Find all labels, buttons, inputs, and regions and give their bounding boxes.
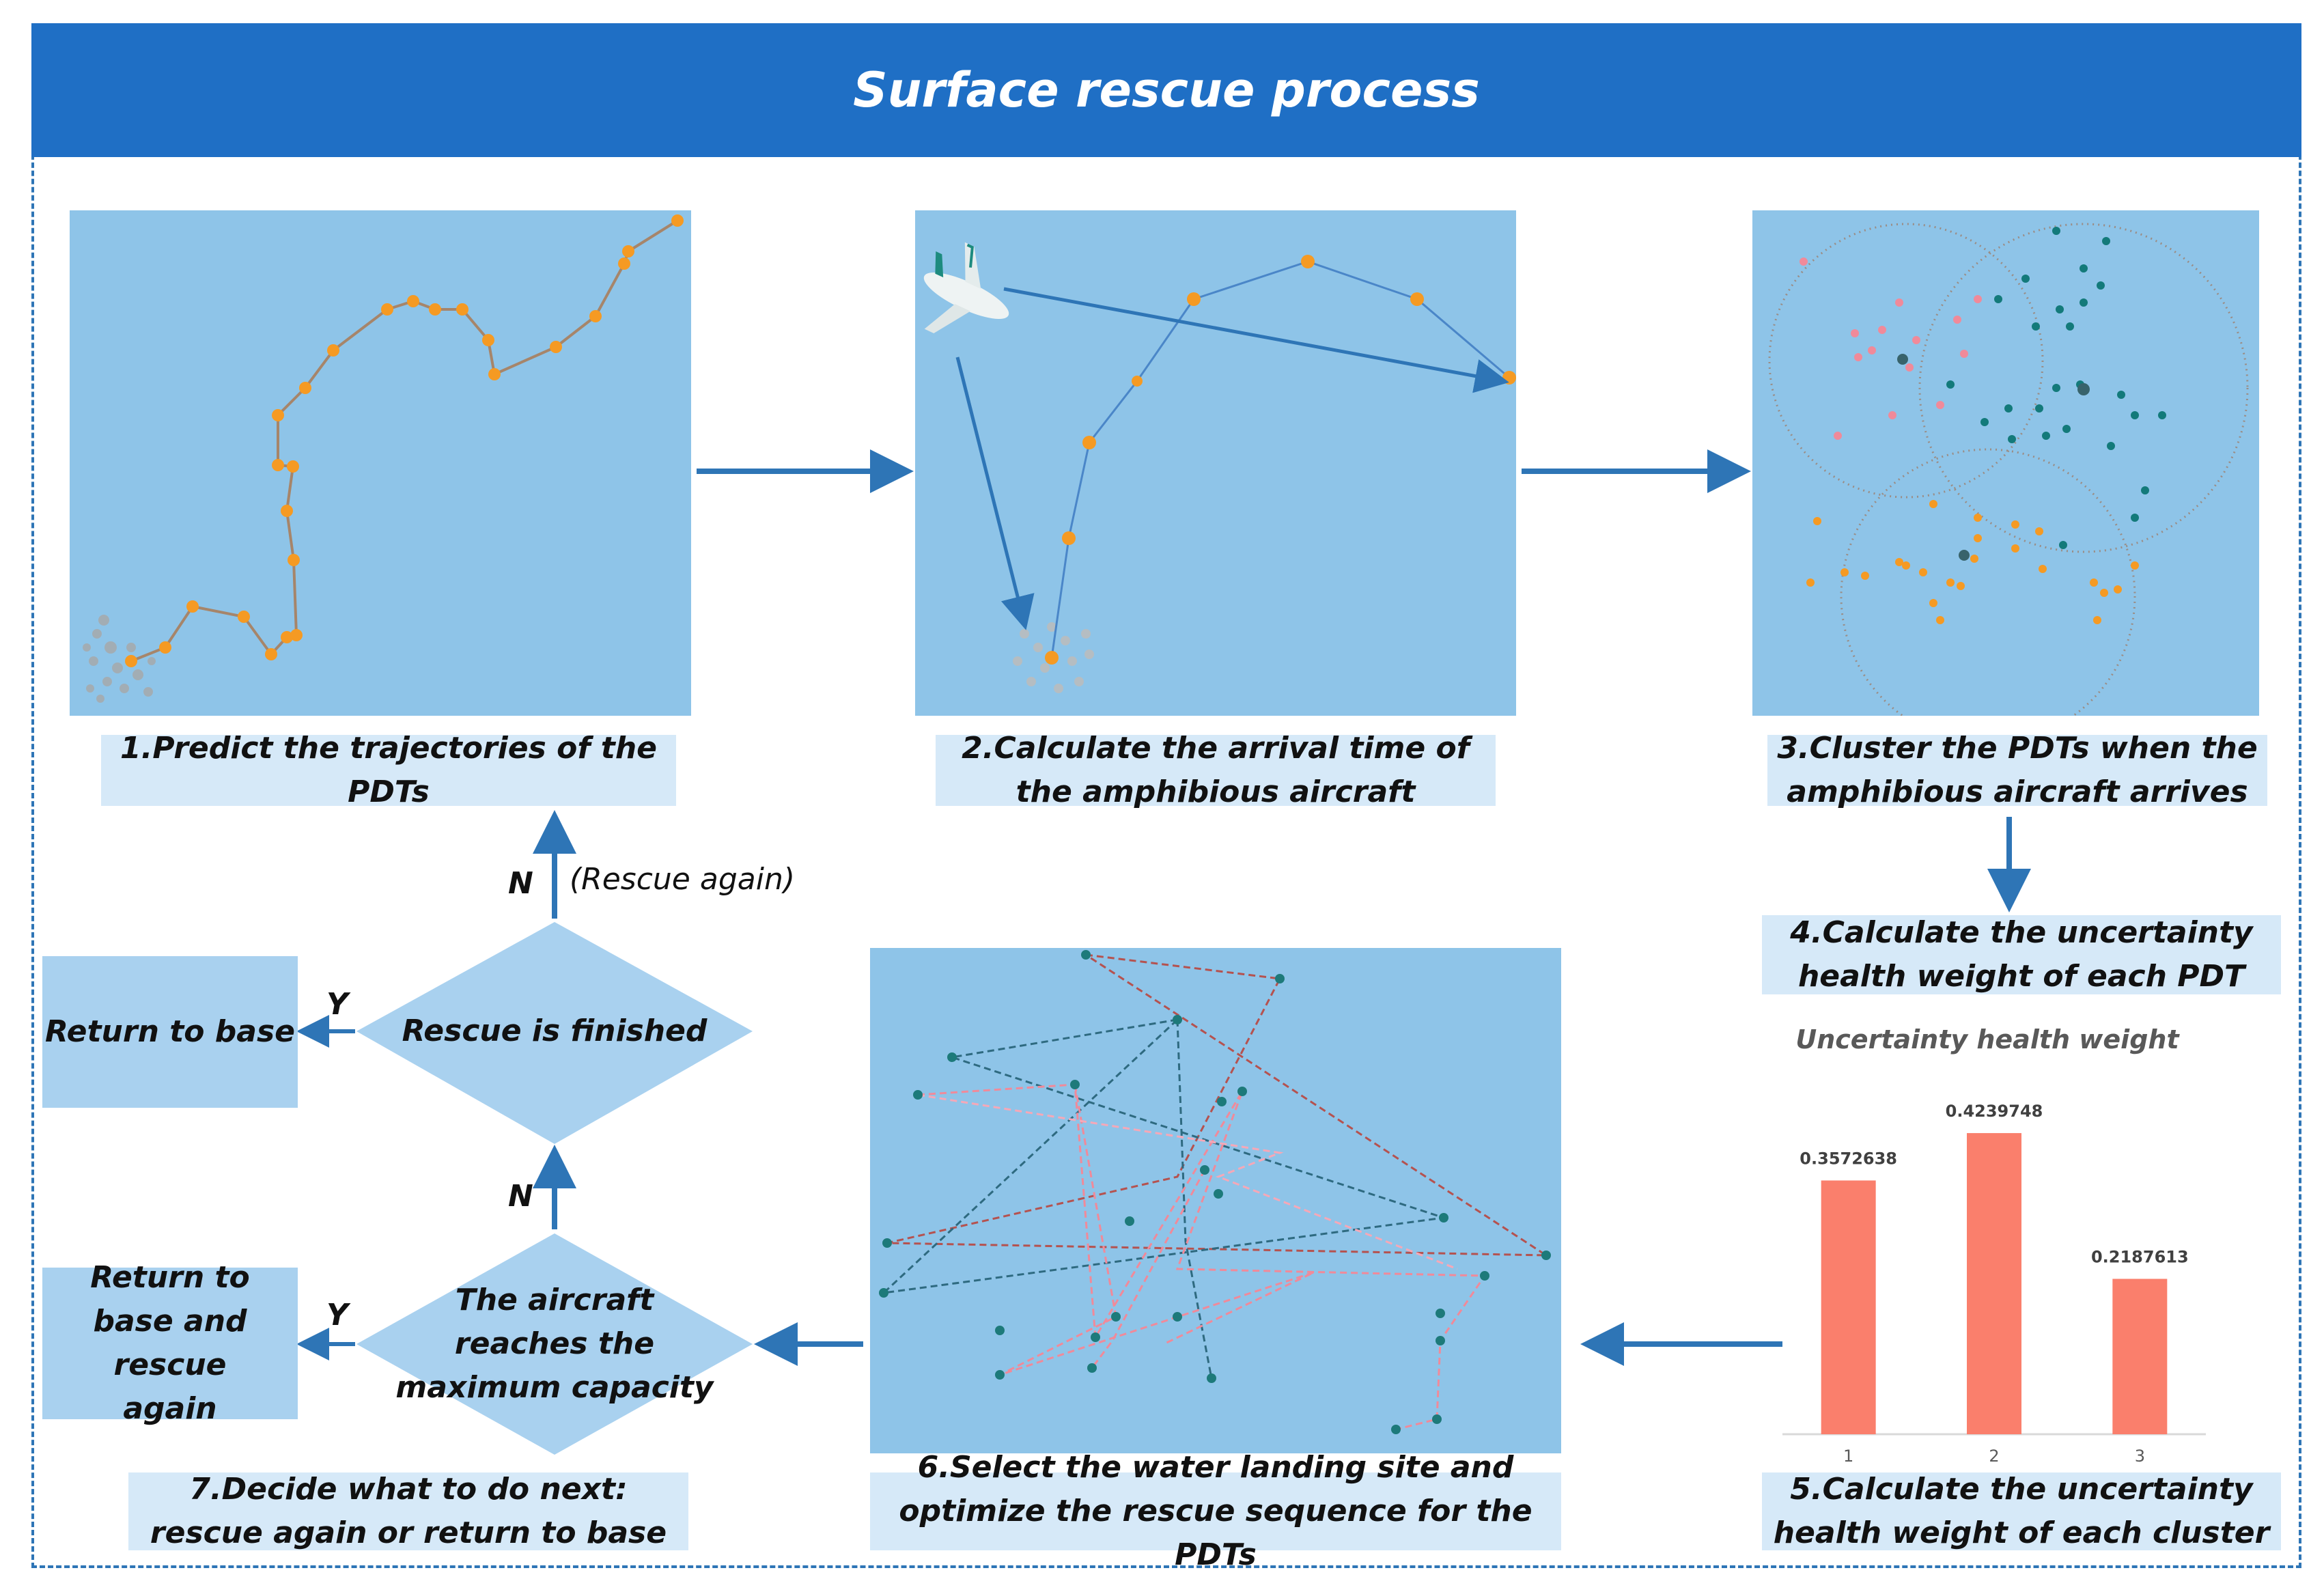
clustering-plot bbox=[1768, 223, 2249, 716]
finished-no-label: N bbox=[508, 866, 533, 901]
x-tick-label-1: 1 bbox=[1843, 1447, 1853, 1466]
trajectory-plot bbox=[83, 214, 684, 703]
teal-cluster-points bbox=[1946, 227, 2166, 549]
x-tick-label-3: 3 bbox=[2135, 1447, 2145, 1466]
clustering-panel bbox=[1752, 210, 2259, 716]
page-title: Surface rescue process bbox=[853, 62, 1480, 118]
arrival-plot bbox=[923, 242, 1516, 693]
return-to-base-box: Return to base bbox=[42, 956, 298, 1108]
drift-scatter-2 bbox=[1013, 622, 1094, 693]
max-capacity-text: The aircraft reaches the maximum capacit… bbox=[382, 1283, 727, 1405]
drift-scatter bbox=[83, 615, 156, 703]
step7-caption: 7.Decide what to do next: rescue again o… bbox=[128, 1472, 688, 1550]
route-points bbox=[879, 950, 1551, 1434]
aircraft-icon bbox=[923, 242, 1009, 333]
rescue-again-label: (Rescue again) bbox=[570, 862, 795, 897]
bar-cluster-2 bbox=[1967, 1133, 2021, 1434]
max-capacity-label: The aircraft reaches the maximum capacit… bbox=[395, 1283, 714, 1405]
step2-caption: 2.Calculate the arrival time of the amph… bbox=[936, 731, 1496, 809]
finished-yes-label: Y bbox=[326, 987, 348, 1022]
predicted-path bbox=[1050, 260, 1510, 658]
trajectory-panel bbox=[70, 210, 691, 716]
orange-cluster-points bbox=[1806, 500, 2139, 624]
rescue-finished-text: Rescue is finished bbox=[402, 1014, 708, 1048]
bar-cluster-1 bbox=[1821, 1180, 1876, 1434]
rescue-sequence-panel bbox=[870, 948, 1561, 1453]
bar-value-label-1: 0.3572638 bbox=[1800, 1149, 1897, 1168]
capacity-no-label: N bbox=[508, 1179, 533, 1214]
pink-cluster-points bbox=[1800, 257, 1982, 440]
uncertainty-bar-chart: 0.3572638 1 0.4239748 2 0.2187613 3 bbox=[1782, 1102, 2206, 1466]
trajectory-points bbox=[125, 214, 684, 667]
step3-caption: 3.Cluster the PDTs when the amphibious a… bbox=[1767, 731, 2267, 809]
header-bar: Surface rescue process bbox=[31, 23, 2301, 157]
arrival-panel bbox=[915, 210, 1516, 716]
bar-cluster-3 bbox=[2112, 1279, 2168, 1434]
cluster-centers bbox=[1897, 354, 2090, 561]
cluster-circles bbox=[1768, 223, 2249, 716]
capacity-yes-label: Y bbox=[326, 1298, 348, 1332]
flight-arrow-1 bbox=[1003, 287, 1509, 393]
return-and-rescue-label: Return to base and rescue again bbox=[90, 1260, 250, 1426]
trajectory-line bbox=[130, 219, 679, 662]
step6-caption: 6.Select the water landing site and opti… bbox=[870, 1450, 1561, 1572]
bar-value-label-3: 0.2187613 bbox=[2091, 1247, 2189, 1266]
return-and-rescue-box: Return to base and rescue again bbox=[42, 1260, 298, 1426]
rescue-sequence-plot bbox=[879, 950, 1551, 1434]
x-tick-label-2: 2 bbox=[1989, 1447, 1999, 1466]
step4-caption: 4.Calculate the uncertainty health weigh… bbox=[1762, 915, 2281, 994]
flight-arrow-2 bbox=[955, 357, 1035, 630]
step1-caption: 1.Predict the trajectories of the PDTs bbox=[101, 731, 676, 809]
bar-value-label-2: 0.4239748 bbox=[1946, 1102, 2043, 1121]
path-points bbox=[1045, 255, 1516, 665]
step5-caption: 5.Calculate the uncertainty health weigh… bbox=[1762, 1472, 2281, 1550]
chart-title: Uncertainty health weight bbox=[1795, 1024, 2179, 1055]
